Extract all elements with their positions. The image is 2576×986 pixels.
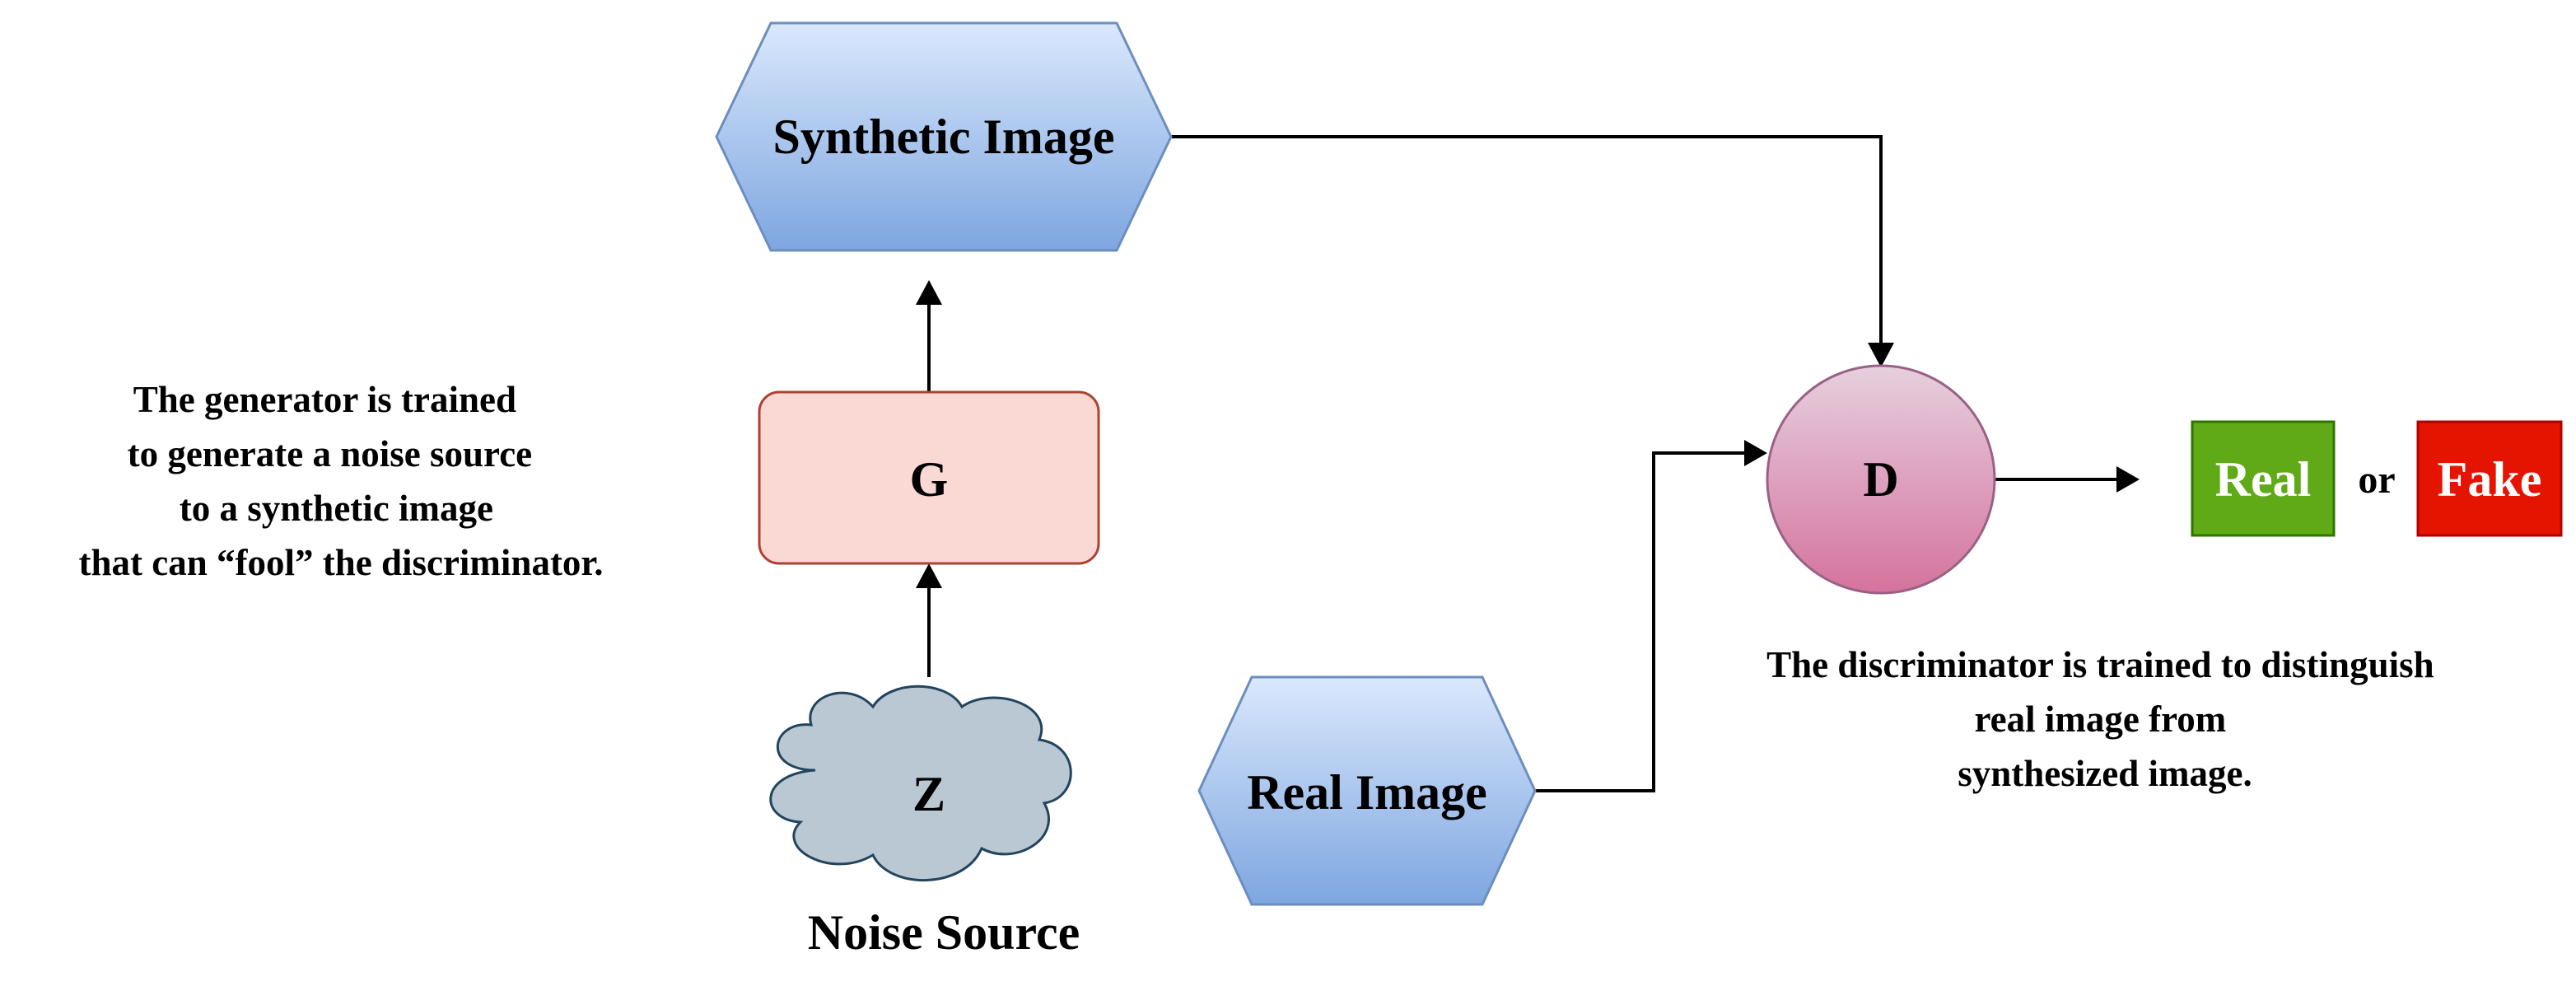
discriminator-node: D [1766, 364, 1996, 595]
generator-note-line: to a synthetic image [180, 488, 493, 529]
output-group: Real or Fake [2191, 420, 2563, 537]
noise-cloud-shape [769, 685, 1072, 881]
generator-note-line: to generate a noise source [128, 433, 533, 474]
real-image-hexagon [1197, 675, 1537, 906]
discriminator-note-line: real image from [1975, 699, 2227, 740]
discriminator-circle [1766, 364, 1996, 595]
fake-badge-label: Fake [2438, 452, 2542, 507]
discriminator-note-line: The discriminator is trained to distingu… [1766, 644, 2434, 685]
arrowhead-noise-to-generator [916, 563, 942, 588]
arrowhead-discriminator-to-output [2116, 466, 2140, 493]
generator-box [758, 390, 1100, 565]
synthetic-image-hexagon [715, 21, 1173, 252]
generator-note-line: that can “fool” the discriminator. [78, 542, 603, 583]
arrowhead-real-to-discriminator [1744, 440, 1767, 466]
discriminator-note-line: synthesized image. [1958, 753, 2252, 794]
synthetic-image-label: Synthetic Image [773, 110, 1115, 164]
discriminator-label: D [1863, 452, 1898, 507]
noise-node: Z Noise Source [769, 685, 1080, 960]
fake-badge-box [2416, 420, 2563, 537]
generator-label: G [910, 452, 949, 507]
edge-real-to-discriminator [1535, 451, 1746, 792]
generator-note-line: The generator is trained [133, 379, 516, 420]
generator-node: G [758, 390, 1100, 565]
real-image-label: Real Image [1247, 765, 1487, 820]
noise-caption: Noise Source [808, 905, 1080, 960]
or-text: or [2358, 458, 2395, 502]
synthetic-image-node: Synthetic Image [715, 21, 1173, 252]
arrowhead-generator-to-synthetic [916, 280, 942, 305]
edge-synthetic-to-discriminator [1171, 135, 1883, 346]
discriminator-note: The discriminator is trained to distingu… [1766, 644, 2443, 794]
generator-note: The generator is trained to generate a n… [78, 379, 603, 583]
real-badge-box [2191, 420, 2336, 537]
arrowhead-synthetic-to-discriminator [1868, 343, 1894, 367]
real-badge-label: Real [2215, 452, 2312, 507]
real-image-node: Real Image [1197, 675, 1537, 906]
noise-label: Z [912, 767, 945, 821]
